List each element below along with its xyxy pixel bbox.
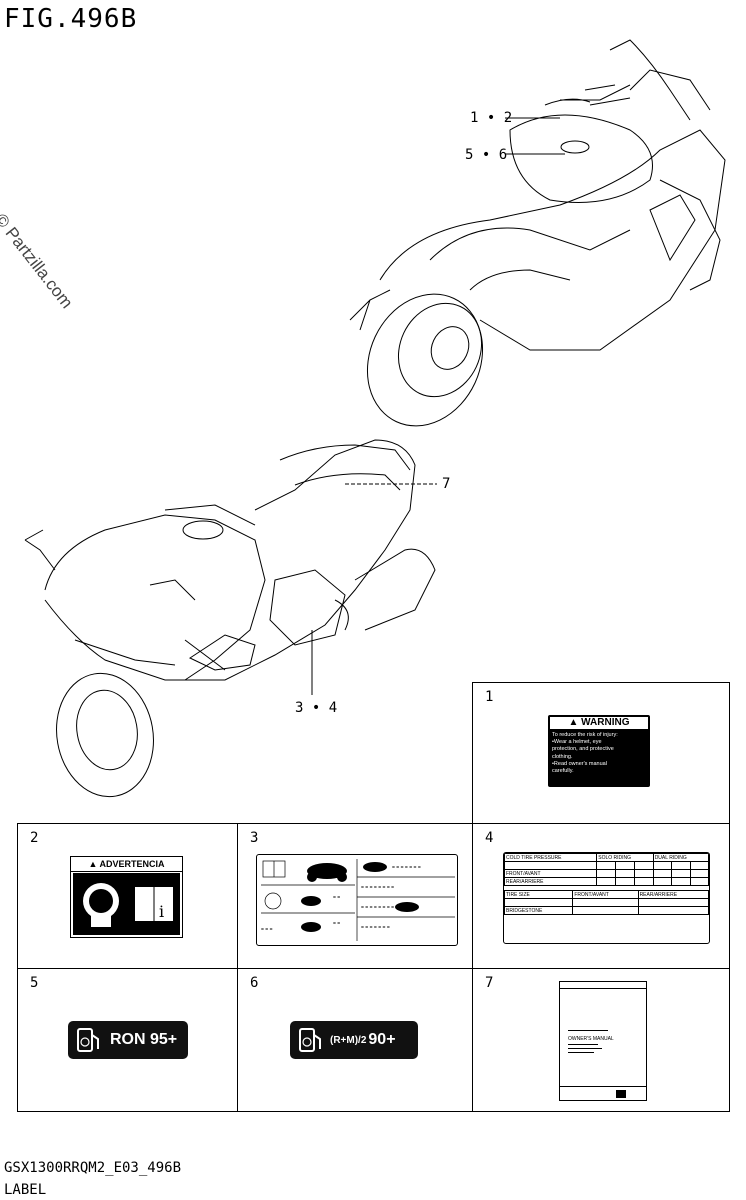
callout-3-4: 3 • 4	[295, 700, 338, 716]
callout-5-6: 5 • 6	[465, 147, 508, 163]
manual-title: OWNER'S MANUAL	[568, 1036, 614, 1042]
warning-label: ▲ WARNING To reduce the risk of injury: …	[548, 715, 650, 787]
figure-title: FIG.496B	[4, 4, 138, 34]
svg-text:= = =: = = =	[261, 927, 273, 933]
svg-text:= = = = = = =: = = = = = = =	[392, 865, 421, 871]
panel-number: 3	[250, 830, 259, 846]
fuel-pump-icon	[299, 1028, 321, 1052]
advertencia-heading: ▲ ADVERTENCIA	[71, 857, 182, 872]
svg-text:= =: = =	[333, 895, 340, 901]
svg-text:i: i	[159, 902, 164, 921]
manual-logo-icon	[616, 1090, 626, 1098]
label-panel-5: 5 RON 95+	[17, 968, 238, 1112]
svg-text:= = = = = = = = = =: = = = = = = = = = =	[361, 905, 403, 911]
fuel-pump-icon	[77, 1028, 99, 1052]
load-label: = = = = = = = = = = = = = = = = = = = = …	[256, 854, 458, 946]
part-code: GSX1300RRQM2_E03_496B	[4, 1160, 182, 1176]
label-panel-2: 2 ▲ ADVERTENCIA i	[17, 823, 238, 969]
advertencia-pictograms: i	[73, 873, 180, 935]
label-panel-6: 6 (R+M)/2 90+	[237, 968, 473, 1112]
label-panel-3: 3 = = = = = =	[237, 823, 473, 969]
panel-number: 7	[485, 975, 494, 991]
motorcycle-front-drawing	[24, 439, 437, 798]
owners-manual: OWNER'S MANUAL	[559, 981, 647, 1101]
advertencia-label: ▲ ADVERTENCIA i	[70, 856, 183, 938]
caption: LABEL	[4, 1182, 47, 1198]
panel-number: 1	[485, 689, 494, 705]
label-panel-1: 1 ▲ WARNING To reduce the risk of injury…	[472, 682, 730, 824]
warning-heading: ▲ WARNING	[550, 717, 648, 729]
svg-text:= =: = =	[333, 921, 340, 927]
fuel-label-aki: (R+M)/2 90+	[290, 1021, 418, 1059]
svg-text:= = = = = = =: = = = = = = =	[361, 925, 390, 931]
panel-number: 6	[250, 975, 259, 991]
fuel-label-ron: RON 95+	[68, 1021, 188, 1059]
warning-text: To reduce the risk of injury: •Wear a he…	[552, 732, 618, 775]
svg-text:= = = = = = = =: = = = = = = = =	[361, 885, 394, 891]
callout-7: 7	[442, 476, 451, 492]
label-panel-7: 7 OWNER'S MANUAL	[472, 968, 730, 1112]
callout-1-2: 1 • 2	[470, 110, 513, 126]
watermark: © Partzilla.com	[0, 210, 77, 312]
panel-number: 4	[485, 830, 494, 846]
panel-number: 2	[30, 830, 39, 846]
panel-number: 5	[30, 975, 39, 991]
motorcycle-rear-drawing	[349, 39, 726, 427]
